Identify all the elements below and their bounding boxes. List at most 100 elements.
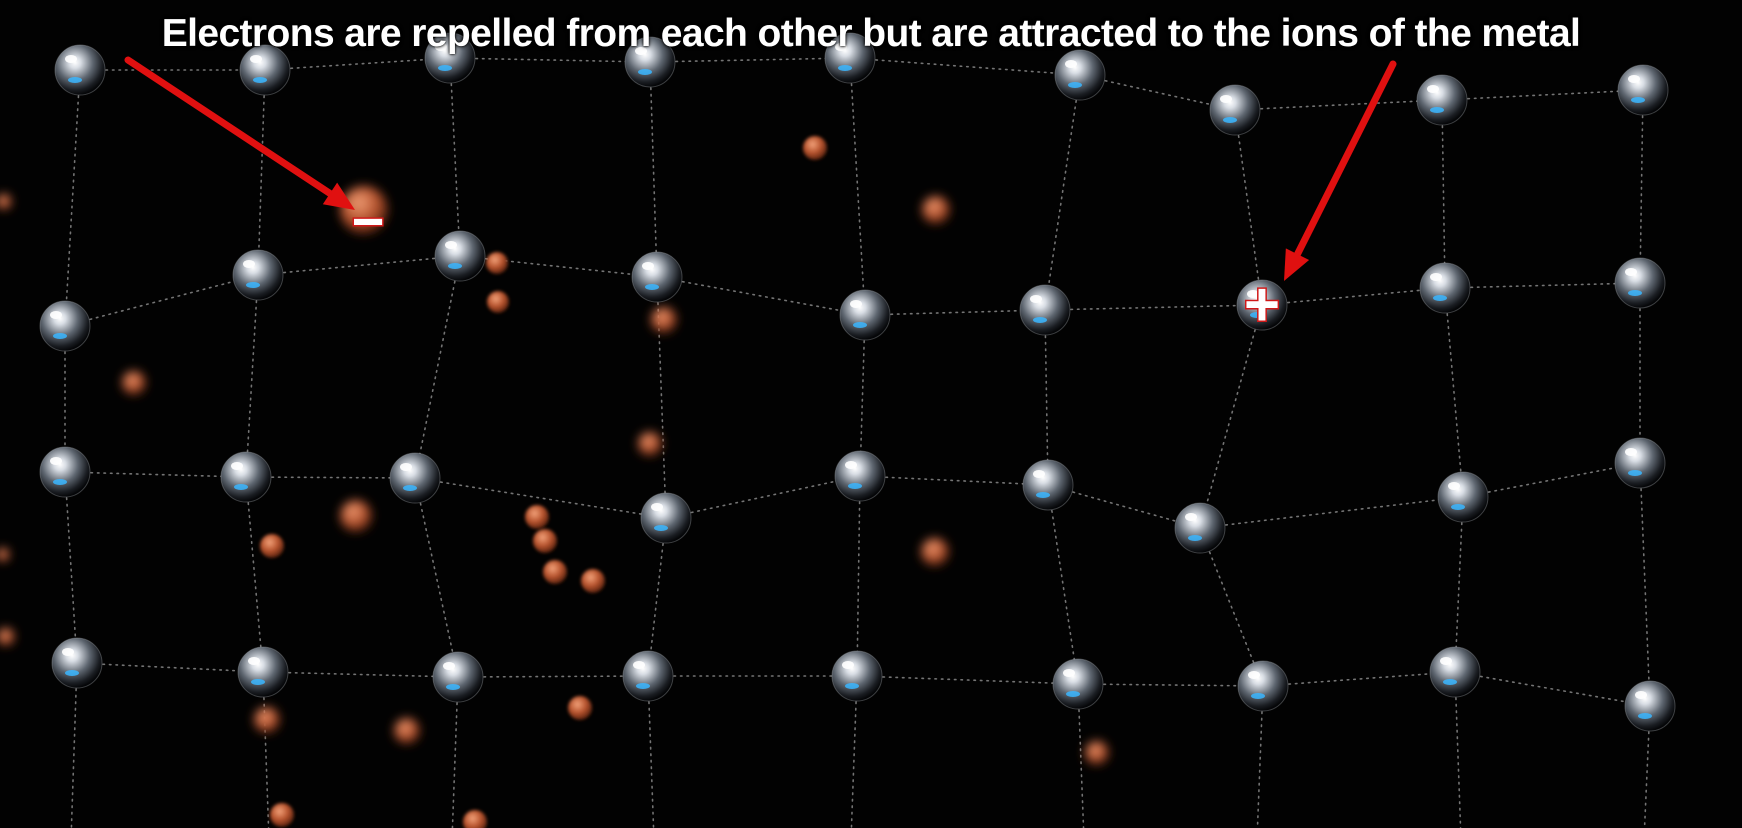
electron-19 <box>463 810 487 828</box>
metal-ion-7 <box>1416 74 1468 126</box>
electron-17 <box>1085 741 1109 765</box>
bond-49 <box>1454 496 1464 673</box>
bond-12 <box>1234 99 1443 111</box>
bond-37 <box>245 476 264 673</box>
bond-9 <box>849 57 866 316</box>
metal-ion-4 <box>824 32 876 84</box>
bond-41 <box>647 517 667 677</box>
metal-ion-25 <box>1437 471 1489 523</box>
bond-20 <box>245 274 259 478</box>
metal-ion-31 <box>831 650 883 702</box>
bond-34 <box>64 471 247 478</box>
metal-ion-32 <box>1052 658 1104 710</box>
electron-10 <box>543 560 567 584</box>
metal-ion-1 <box>239 44 291 96</box>
bond-2 <box>264 57 451 71</box>
bond-8 <box>849 57 1081 76</box>
bond-44 <box>1047 484 1201 529</box>
metal-ion-23 <box>1022 459 1074 511</box>
metal-ion-35 <box>1624 680 1676 732</box>
bond-43 <box>856 475 861 677</box>
bond-60 <box>262 671 270 828</box>
bond-23 <box>656 276 866 316</box>
charge-symbols: −+ <box>350 188 1281 341</box>
bond-14 <box>1441 89 1644 101</box>
bond-26 <box>859 314 866 477</box>
metal-ion-13 <box>839 289 891 341</box>
metal-ion-17 <box>1614 257 1666 309</box>
electron-13 <box>921 538 949 566</box>
metal-ion-28 <box>237 646 289 698</box>
metal-ion-5 <box>1054 49 1106 101</box>
metal-ion-14 <box>1019 284 1071 336</box>
bond-10 <box>1079 74 1236 111</box>
bond-3 <box>257 69 266 276</box>
bond-27 <box>1044 304 1263 311</box>
highlighted-electron <box>340 186 388 234</box>
bond-55 <box>856 675 1079 685</box>
bond-4 <box>449 57 651 63</box>
metal-ion-26 <box>1614 437 1666 489</box>
metal-ion-18 <box>39 446 91 498</box>
bond-6 <box>649 57 851 63</box>
electron-16 <box>254 707 280 733</box>
metal-ion-9 <box>39 300 91 352</box>
bond-32 <box>1444 287 1464 498</box>
bond-48 <box>1462 462 1641 498</box>
electron-22 <box>0 548 10 562</box>
electron-15 <box>394 718 420 744</box>
electron-7 <box>340 500 372 532</box>
bond-62 <box>647 675 655 828</box>
metal-ion-10 <box>232 249 284 301</box>
electron-2 <box>486 252 508 274</box>
bond-28 <box>1044 309 1049 486</box>
bond-66 <box>1454 671 1462 828</box>
bond-5 <box>449 57 461 257</box>
bond-63 <box>850 675 858 828</box>
bond-16 <box>1639 89 1644 284</box>
electron-11 <box>581 569 605 593</box>
bond-61 <box>451 676 459 828</box>
bond-13 <box>1234 109 1263 306</box>
arrow-to-ion <box>1284 60 1397 281</box>
bond-47 <box>1199 527 1264 687</box>
metal-ion-27 <box>51 637 103 689</box>
metal-ion-6 <box>1209 84 1261 136</box>
bond-53 <box>457 675 649 678</box>
metal-ion-20 <box>389 452 441 504</box>
metal-ion-8 <box>1617 64 1669 116</box>
metal-ion-16 <box>1419 262 1471 314</box>
electron-3 <box>487 291 509 313</box>
bond-45 <box>1047 484 1079 685</box>
electron-0 <box>803 136 827 160</box>
bond-39 <box>414 477 459 678</box>
bond-40 <box>665 475 861 519</box>
bond-67 <box>1643 705 1651 828</box>
bond-46 <box>1199 496 1464 529</box>
bond-1 <box>64 69 81 327</box>
bond-36 <box>245 476 416 479</box>
bond-22 <box>414 255 461 479</box>
electron-1 <box>922 196 950 224</box>
bond-11 <box>1044 74 1081 311</box>
metal-ion-24 <box>1174 502 1226 554</box>
bond-25 <box>864 309 1046 316</box>
bond-56 <box>1077 683 1264 687</box>
metal-ion-2 <box>424 32 476 84</box>
metal-ion-29 <box>432 651 484 703</box>
annotation-arrows <box>124 56 1397 281</box>
bond-57 <box>1262 671 1456 687</box>
metal-ion-12 <box>631 251 683 303</box>
metal-ion-21 <box>640 492 692 544</box>
metal-ion-11 <box>434 230 486 282</box>
bond-58 <box>1454 671 1651 707</box>
bond-30 <box>1199 304 1263 529</box>
metal-ion-0 <box>54 44 106 96</box>
bond-29 <box>1261 287 1446 306</box>
bond-64 <box>1077 683 1085 828</box>
electron-14 <box>568 696 592 720</box>
bond-15 <box>1441 99 1446 289</box>
electron-4 <box>651 307 677 333</box>
